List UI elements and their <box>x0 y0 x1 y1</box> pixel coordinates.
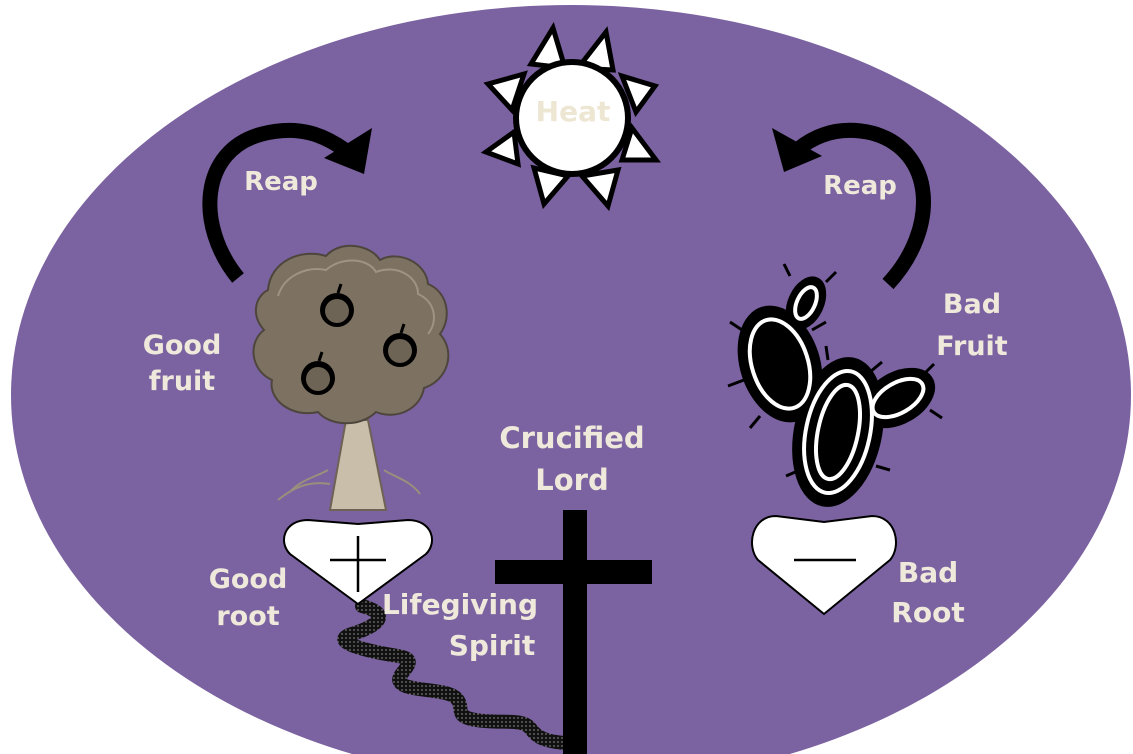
bad-root-label-2: Root <box>891 596 964 629</box>
right-reap-label: Reap <box>823 171 897 201</box>
good-fruit-label-1: Good <box>143 330 222 361</box>
good-fruit-label-2: fruit <box>149 366 216 397</box>
bad-root-label-1: Bad <box>898 556 958 589</box>
left-reap-label: Reap <box>244 167 318 197</box>
bad-fruit-label-1: Bad <box>943 289 1001 320</box>
lifegiving-spirit-label-1: Lifegiving <box>382 588 538 621</box>
crucified-lord-label-1: Crucified <box>499 421 644 455</box>
good-root-label-1: Good <box>209 564 288 595</box>
crucified-lord-label-2: Lord <box>535 463 608 497</box>
sun-label: Heat <box>536 95 611 128</box>
good-root-label-2: root <box>216 601 279 632</box>
bad-fruit-label-2: Fruit <box>936 331 1008 362</box>
lifegiving-spirit-label-2: Spirit <box>449 629 536 662</box>
